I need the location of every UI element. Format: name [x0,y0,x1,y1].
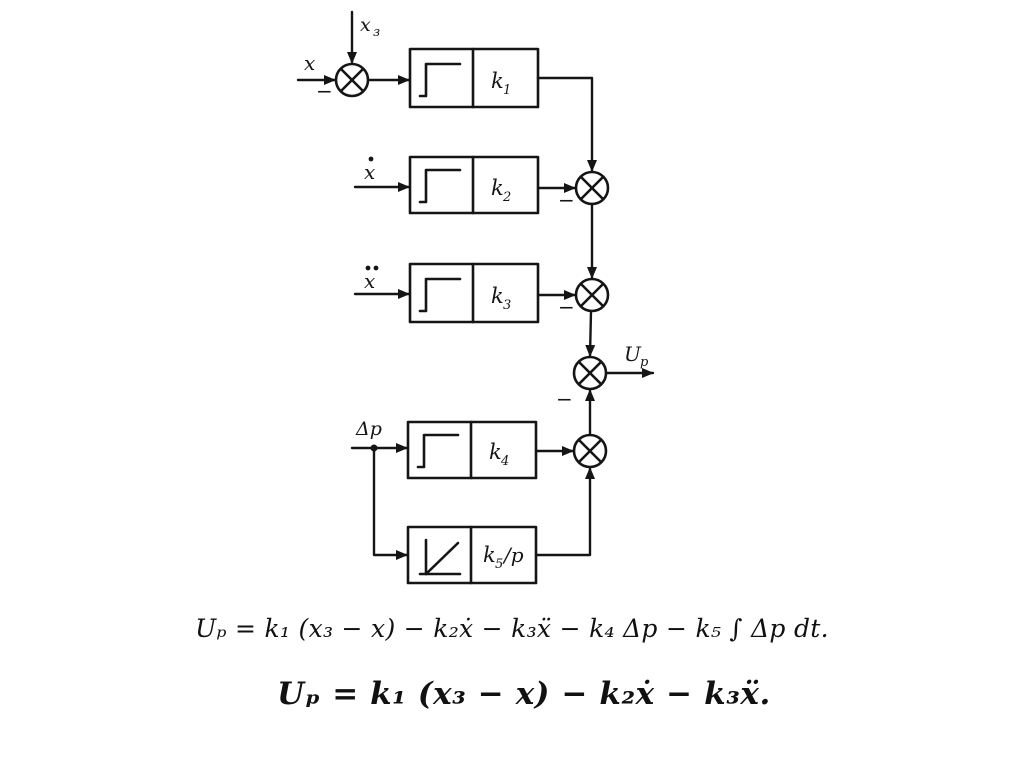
minus-sign: − [556,387,573,411]
second-derivative-dot [373,265,379,271]
block-label-k5-over-p: /p [502,543,524,567]
block-label-k3: k [491,284,504,308]
summing-junction-5 [572,433,608,469]
block-label-k2: k [491,176,504,200]
block-label-k5-subscript: 5 [495,557,503,572]
relay-characteristic-icon [418,277,462,313]
block-label-k2-subscript: 2 [502,190,511,205]
summing-junction-3 [574,277,610,313]
input-label-x: x [304,51,315,75]
input-label-delta-p: Δp [355,418,382,440]
signal-lines [296,10,655,560]
minus-sign: − [558,295,575,319]
control-law-formula-full: Uₚ = k₁ (x₃ − x) − k₂ẋ − k₃ẍ − k₄ Δp − k… [195,614,829,643]
summing-junction-4 [572,355,608,391]
input-label-x-dot: x [364,160,375,184]
second-derivative-dot [365,265,371,271]
block-label-k4-subscript: 4 [500,454,509,469]
summing-junction-2 [574,170,610,206]
block-label-k1-subscript: 1 [503,83,511,98]
block-k2 [408,155,540,215]
control-law-formula-simplified: Uₚ = k₁ (x₃ − x) − k₂ẋ − k₃ẍ. [277,676,771,712]
block-label-k4: k [489,440,502,464]
relay-characteristic-icon [416,433,460,469]
block-k3 [408,262,540,324]
minus-sign: − [316,79,333,103]
input-label-x-ddot: x [364,269,375,293]
output-label-up-subscript: p [640,355,649,370]
minus-sign: − [558,188,575,212]
branch-point-dot [370,444,378,452]
output-label-up: U [624,342,642,366]
block-k4 [406,420,538,480]
input-label-x3: x [360,14,371,36]
summing-junction-1 [334,62,370,98]
block-k1 [408,47,540,109]
integrator-characteristic-icon [418,538,428,576]
block-label-k5: k [483,543,496,567]
relay-characteristic-icon [418,168,462,204]
block-label-k3-subscript: 3 [503,298,511,313]
block-label-k1: k [491,69,504,93]
relay-characteristic-icon [418,62,462,98]
derivative-dot [368,156,374,162]
input-label-x3-subscript: з [373,25,380,40]
